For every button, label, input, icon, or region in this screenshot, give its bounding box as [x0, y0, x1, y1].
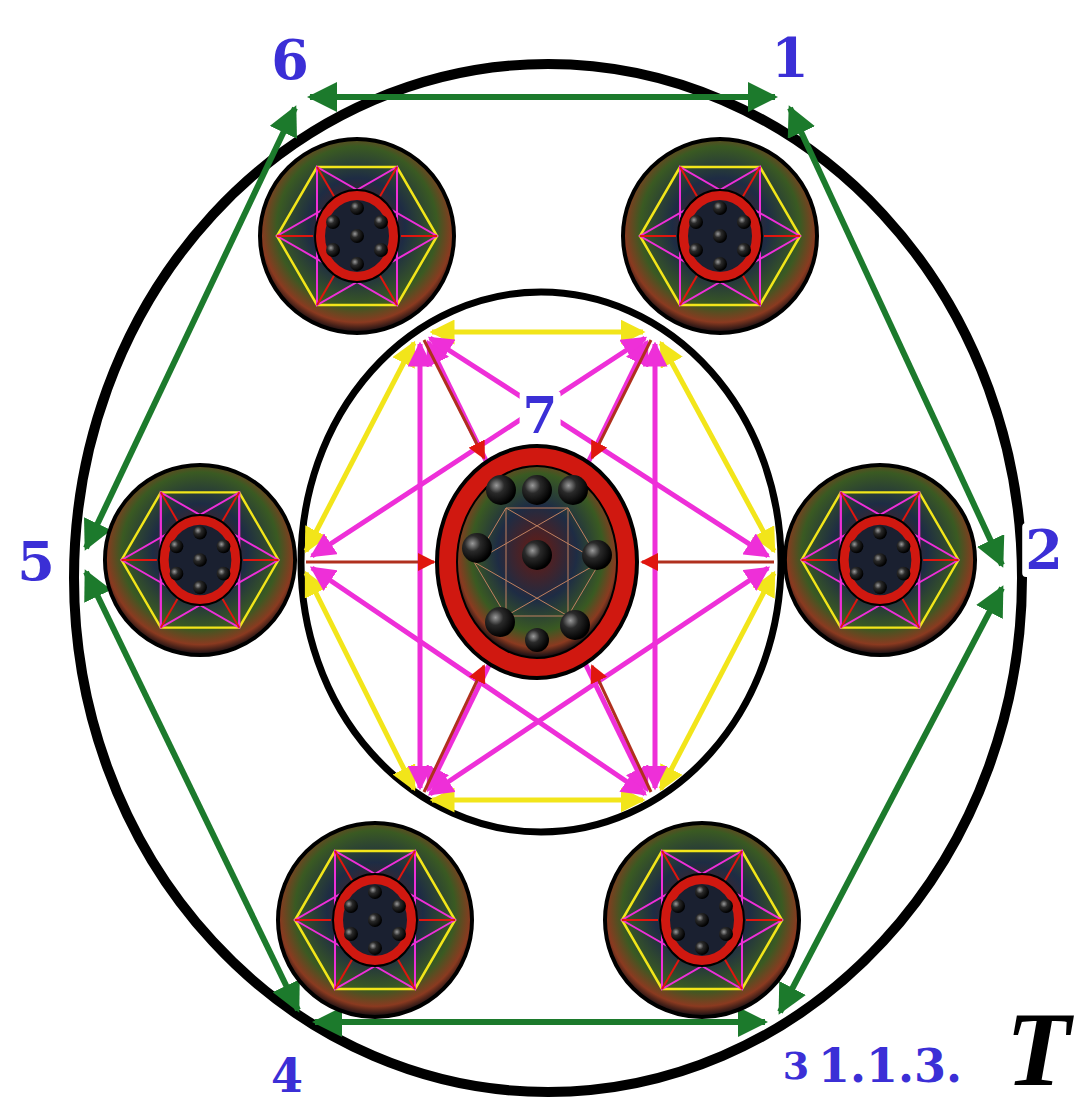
centre-sphere [437, 446, 637, 678]
outer-hexagon-arrows [86, 97, 1002, 1022]
callout-number: 4 [268, 1053, 306, 1099]
inner-yellow-arrows [306, 332, 774, 800]
callout-number: 7 [520, 391, 561, 441]
callout-number: 1 [768, 31, 812, 85]
outer-oval [74, 64, 1022, 1092]
signature-letter: T [1003, 997, 1074, 1103]
callout-number: 5 [14, 535, 58, 589]
callout-number: 3 [780, 1047, 812, 1085]
callout-number: 2 [1022, 523, 1066, 577]
inner-red-arrows [306, 340, 774, 792]
mini-mandala [105, 139, 975, 1017]
inner-magenta-arrows [312, 338, 768, 794]
section-number: 1.1.3. [815, 1043, 965, 1089]
inner-oval [301, 292, 781, 832]
callout-number: 6 [268, 33, 312, 87]
